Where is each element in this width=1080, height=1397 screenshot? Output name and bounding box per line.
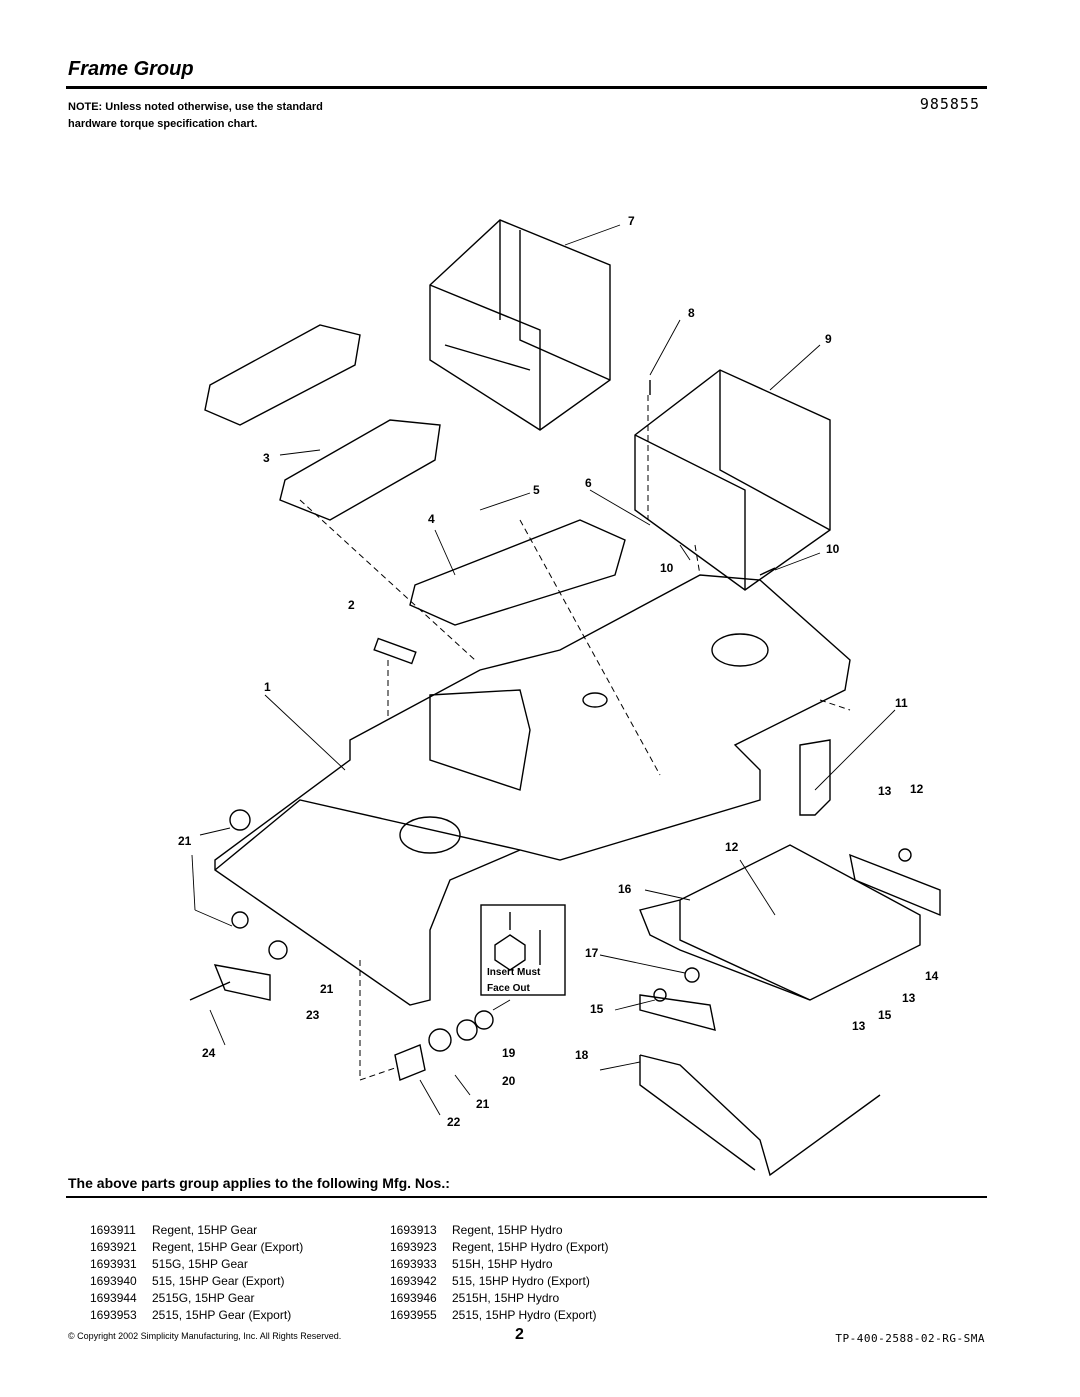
callout-label: 22 (447, 1115, 461, 1129)
mfg-description: Regent, 15HP Hydro (Export) (452, 1240, 609, 1254)
list-item: 1693942 515, 15HP Hydro (Export) (390, 1273, 609, 1290)
callout-label: 6 (585, 476, 592, 490)
callout-label: 18 (575, 1048, 589, 1062)
mfg-number: 1693940 (90, 1274, 137, 1288)
mfg-number: 1693931 (90, 1257, 137, 1271)
list-item: 1693921 Regent, 15HP Gear (Export) (90, 1239, 303, 1256)
page-title: Frame Group (68, 58, 194, 80)
mfg-list-right: 1693913 Regent, 15HP Hydro 1693923 Regent,… (390, 1222, 609, 1324)
callout-label: 17 (585, 946, 599, 960)
mfg-number: 1693911 (90, 1223, 136, 1237)
callout-label: 2 (348, 598, 355, 612)
callout-label: 16 (618, 882, 632, 896)
callout-label: 21 (320, 982, 334, 996)
callout-label: 21 (178, 834, 192, 848)
mfg-description: 515H, 15HP Hydro (452, 1257, 553, 1271)
mfg-number: 1693913 (390, 1223, 437, 1237)
mfg-description: 2515, 15HP Hydro (Export) (452, 1308, 597, 1322)
callout-label: 5 (533, 483, 540, 497)
mfg-number: 1693942 (390, 1274, 437, 1288)
document-id: TP-400-2588-02-RG-SMA (835, 1332, 985, 1345)
mfg-description: Regent, 15HP Gear (Export) (152, 1240, 304, 1254)
callout-label: 12 (910, 782, 924, 796)
callout-label: 23 (306, 1008, 320, 1022)
list-item: 1693933 515H, 15HP Hydro (390, 1256, 609, 1273)
mfg-number: 1693946 (390, 1291, 437, 1305)
callout-label: 10 (826, 542, 840, 556)
mfg-description: Regent, 15HP Gear (152, 1223, 258, 1237)
callout-label: 13 (852, 1019, 866, 1033)
page-number: 2 (515, 1326, 524, 1343)
callout-label: 19 (502, 1046, 516, 1060)
mfg-description: Regent, 15HP Hydro (452, 1223, 563, 1237)
mfg-number: 1693923 (390, 1240, 437, 1254)
list-item: 1693931 515G, 15HP Gear (90, 1256, 303, 1273)
callout-label: 1 (264, 680, 271, 694)
mfg-description: 2515H, 15HP Hydro (452, 1291, 560, 1305)
callout-label: 3 (263, 451, 270, 465)
applies-heading: The above parts group applies to the fol… (68, 1175, 450, 1191)
mfg-number: 1693944 (90, 1291, 137, 1305)
list-item: 1693911 Regent, 15HP Gear (90, 1222, 303, 1239)
part-number: 985855 (919, 95, 980, 113)
callout-label: 7 (628, 214, 635, 228)
list-item: 1693940 515, 15HP Gear (Export) (90, 1273, 303, 1290)
callout-label: 12 (725, 840, 739, 854)
section-rule (66, 1196, 987, 1198)
callout-label: 14 (925, 969, 939, 983)
mfg-description: 2515, 15HP Gear (Export) (152, 1308, 292, 1322)
callout-label: 11 (895, 696, 908, 710)
mfg-description: 2515G, 15HP Gear (152, 1291, 255, 1305)
callout-label: 24 (202, 1046, 216, 1060)
callout-label: 13 (878, 784, 892, 798)
inset-label: Insert Must (487, 967, 541, 978)
callout-label: 21 (476, 1097, 490, 1111)
list-item: 1693955 2515, 15HP Hydro (Export) (390, 1307, 609, 1324)
mfg-description: 515, 15HP Hydro (Export) (452, 1274, 590, 1288)
list-item: 1693913 Regent, 15HP Hydro (390, 1222, 609, 1239)
mfg-description: 515, 15HP Gear (Export) (152, 1274, 285, 1288)
inset-label: Face Out (487, 983, 530, 994)
mfg-list-left: 1693911 Regent, 15HP Gear 1693921 Regent, … (90, 1222, 303, 1324)
title-rule (66, 86, 987, 89)
callout-label: 4 (428, 512, 435, 526)
list-item: 1693946 2515H, 15HP Hydro (390, 1290, 609, 1307)
callout-label: 9 (825, 332, 832, 346)
exploded-parts-diagram: 7 8 9 3 5 6 4 10 10 2 1 11 13 12 21 12 1… (178, 214, 941, 1177)
copyright-notice: © Copyright 2002 Simplicity Manufacturin… (68, 1331, 342, 1341)
list-item: 1693944 2515G, 15HP Gear (90, 1290, 303, 1307)
callout-label: 10 (660, 561, 674, 575)
callout-label: 20 (502, 1074, 516, 1088)
callout-label: 15 (590, 1002, 604, 1016)
callout-label: 13 (902, 991, 916, 1005)
torque-note: NOTE: Unless noted otherwise, use the st… (68, 101, 323, 130)
list-item: 1693923 Regent, 15HP Hydro (Export) (390, 1239, 609, 1256)
mfg-description: 515G, 15HP Gear (152, 1257, 248, 1271)
mfg-number: 1693921 (90, 1240, 137, 1254)
list-item: 1693953 2515, 15HP Gear (Export) (90, 1307, 303, 1324)
mfg-number: 1693933 (390, 1257, 437, 1271)
callout-label: 8 (688, 306, 695, 320)
callout-label: 15 (878, 1008, 892, 1022)
mfg-number: 1693955 (390, 1308, 437, 1322)
mfg-number: 1693953 (90, 1308, 137, 1322)
